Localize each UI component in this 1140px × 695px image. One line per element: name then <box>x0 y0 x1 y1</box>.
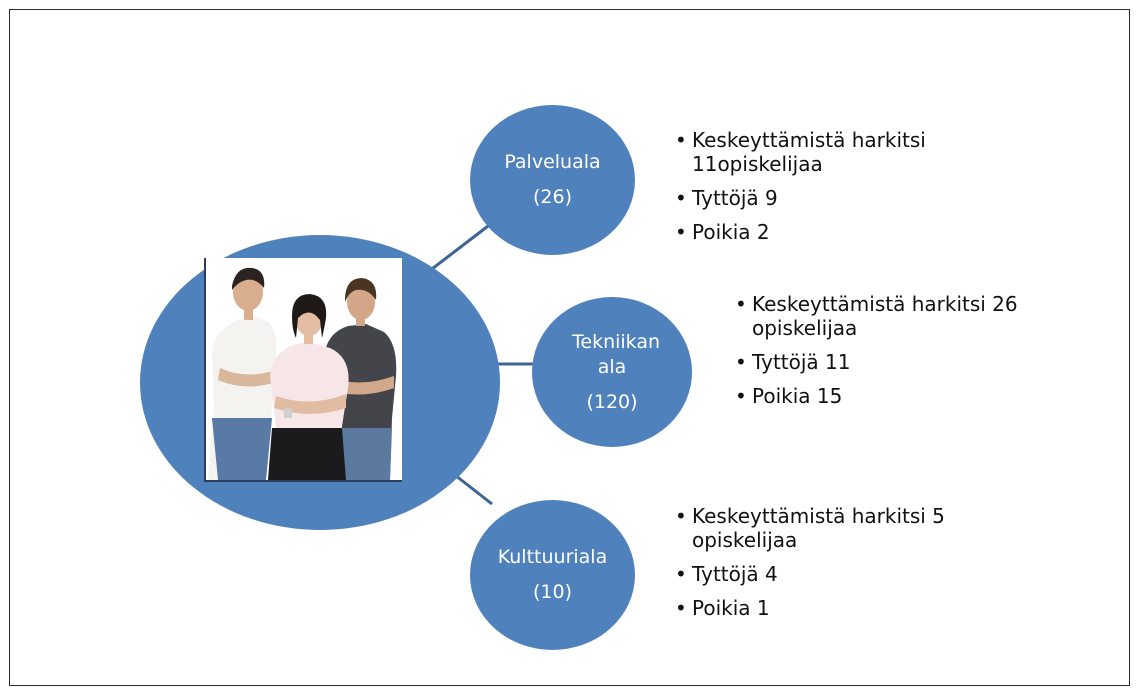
bullet-item: •Poikia 15 <box>735 384 1035 408</box>
branch-count: (120) <box>586 390 638 413</box>
bullet-list-kulttuuriala: •Keskeyttämistä harkitsi 5 opiskelijaa •… <box>675 504 975 620</box>
bullet-text: Tyttöjä 9 <box>692 186 778 210</box>
bullet-dot-icon: • <box>675 128 687 152</box>
connector-palveluala <box>427 221 493 274</box>
bullet-item: •Keskeyttämistä harkitsi 11opiskelijaa <box>675 128 975 176</box>
bullet-dot-icon: • <box>675 596 687 620</box>
bullet-text: Keskeyttämistä harkitsi 11opiskelijaa <box>692 128 926 176</box>
bullet-item: •Poikia 1 <box>675 596 975 620</box>
students-photo <box>204 258 402 482</box>
branch-count: (26) <box>532 186 572 208</box>
bullet-text: Tyttöjä 4 <box>692 562 778 586</box>
bullet-text: Keskeyttämistä harkitsi 5 opiskelijaa <box>692 504 945 552</box>
bullet-text: Tyttöjä 11 <box>752 350 851 374</box>
bullet-text: Poikia 15 <box>752 384 843 408</box>
bullet-item: •Tyttöjä 11 <box>735 350 1035 374</box>
bullet-dot-icon: • <box>675 562 687 586</box>
branch-name: Kulttuuriala <box>497 546 608 568</box>
bullet-text: Poikia 1 <box>692 596 770 620</box>
bullet-dot-icon: • <box>675 186 687 210</box>
bullet-text: Keskeyttämistä harkitsi 26 opiskelijaa <box>752 292 1018 340</box>
diagram-canvas: Palveluala (26) •Keskeyttämistä harkitsi… <box>9 9 1130 686</box>
bullet-list-palveluala: •Keskeyttämistä harkitsi 11opiskelijaa •… <box>675 128 975 244</box>
bullet-item: •Tyttöjä 9 <box>675 186 975 210</box>
branch-tekniikan-ala: Tekniikan ala (120) <box>532 297 692 447</box>
bullet-dot-icon: • <box>735 292 747 316</box>
bullet-item: •Keskeyttämistä harkitsi 5 opiskelijaa <box>675 504 975 552</box>
bullet-dot-icon: • <box>675 504 687 528</box>
bullet-dot-icon: • <box>675 220 687 244</box>
branch-name: Tekniikan ala <box>572 330 661 378</box>
branch-name: Palveluala <box>504 151 601 173</box>
student-left-figure <box>208 267 277 480</box>
bullet-item: •Tyttöjä 4 <box>675 562 975 586</box>
branch-count: (10) <box>532 581 572 603</box>
bullet-text: Poikia 2 <box>692 220 770 244</box>
bullet-dot-icon: • <box>735 384 747 408</box>
branch-palveluala: Palveluala (26) <box>470 105 635 255</box>
student-center-figure <box>268 294 349 480</box>
branch-kulttuuriala: Kulttuuriala (10) <box>470 500 635 650</box>
bullet-item: •Keskeyttämistä harkitsi 26 opiskelijaa <box>735 292 1035 340</box>
bullet-item: •Poikia 2 <box>675 220 975 244</box>
bullet-dot-icon: • <box>735 350 747 374</box>
bullet-list-tekniikan-ala: •Keskeyttämistä harkitsi 26 opiskelijaa … <box>735 292 1035 408</box>
